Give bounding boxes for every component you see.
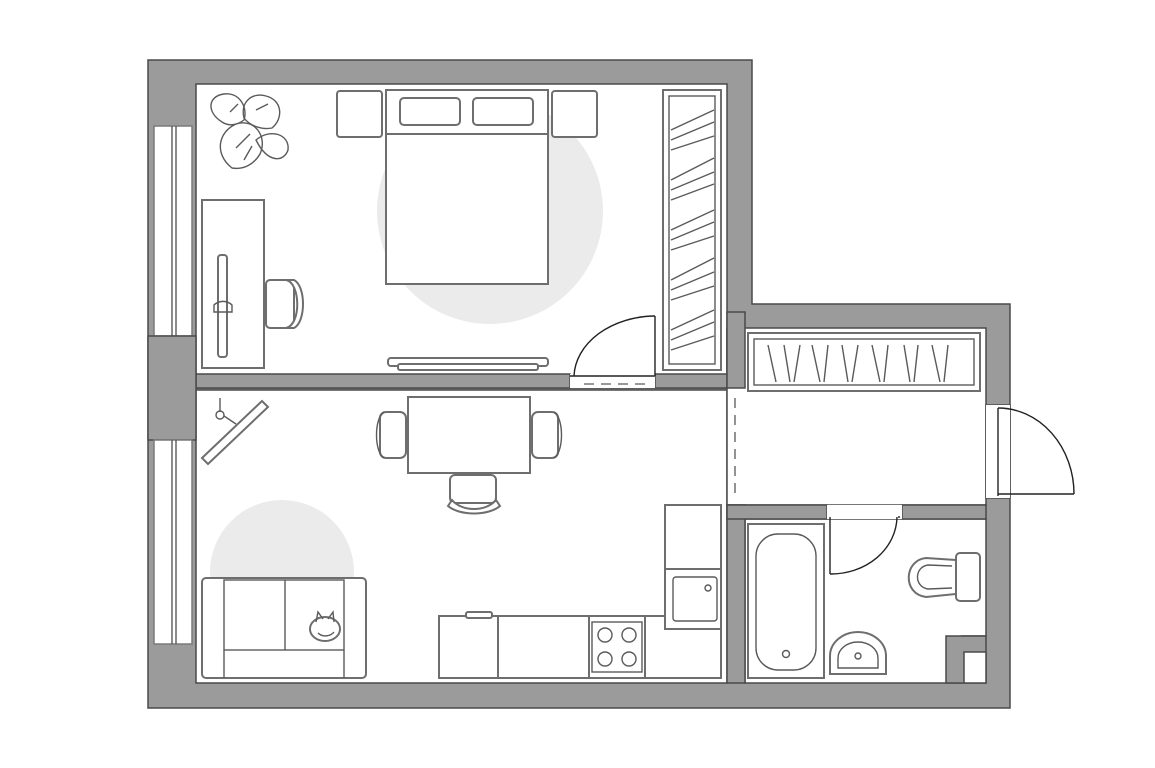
cooktop-icon (591, 621, 643, 673)
office-chair-icon (265, 279, 304, 329)
kitchen-sink-icon (664, 568, 722, 630)
wardrobe-icon (747, 332, 981, 392)
sleeping-cat-icon (309, 610, 341, 642)
fridge-icon (664, 504, 722, 570)
dining-table-icon (407, 396, 531, 474)
toilet-icon (907, 552, 981, 602)
double-bed-icon (385, 89, 549, 285)
sofa-icon (201, 577, 367, 679)
window-icon (147, 125, 197, 645)
door-icon (827, 505, 902, 575)
bedside-rug (387, 357, 549, 371)
service-shaft (945, 635, 987, 684)
door-icon (570, 315, 656, 388)
monstera-plant-icon (210, 93, 289, 170)
interior-walls (195, 311, 1011, 684)
nightstand-icon (551, 90, 598, 138)
wardrobe-icon (662, 89, 722, 371)
bathtub-icon (747, 523, 825, 679)
wash-basin-icon (829, 631, 887, 675)
dining-chair-icon (375, 411, 563, 515)
tv-icon (200, 398, 270, 466)
door-icon (986, 405, 1075, 498)
desk-icon (201, 199, 265, 369)
nightstand-icon (336, 90, 383, 138)
